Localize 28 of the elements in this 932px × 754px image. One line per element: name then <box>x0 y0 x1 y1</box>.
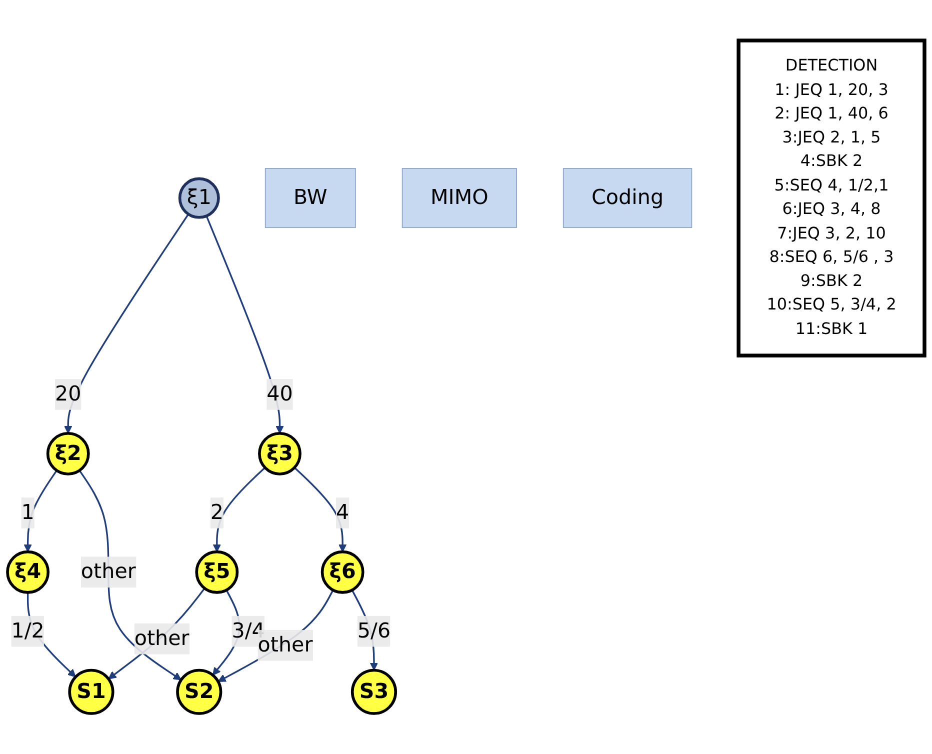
edge-label: 40 <box>266 382 293 406</box>
node-circle: ξ2 <box>46 432 90 476</box>
node-circle: S3 <box>350 668 398 715</box>
node-circle: ξ6 <box>320 550 364 594</box>
arrow <box>218 590 334 682</box>
node-box: MIMO <box>402 168 517 228</box>
edge-label: 5/6 <box>357 620 391 644</box>
edge-label: 1 <box>21 501 34 525</box>
edge-label: 4 <box>336 501 350 525</box>
node-circle: ξ5 <box>195 550 239 594</box>
node-circle: ξ1 <box>178 177 220 219</box>
node-box: BW <box>264 168 356 228</box>
node-box: Coding <box>562 168 692 228</box>
node-box: DETECTION 1: JEQ 1, 20, 3 2: JEQ 1, 40, 6 3:JEQ 2, 1, 5 4:SBK 2 5:SEQ 4, 1/2,1 6:JEQ 3, 4, 8 7:JEQ 3, 2, 10 8:SEQ 6, 5/6 , 3 9:SBK 2 10:SEQ 5, 3/4, 2 11:SBK 1 <box>736 38 926 358</box>
node-circle: S1 <box>68 668 114 715</box>
arrow <box>64 214 190 434</box>
node-circle: S2 <box>176 668 222 715</box>
arrow <box>294 466 347 552</box>
edge-label: other <box>80 560 136 584</box>
edge-label: 2 <box>210 501 224 525</box>
edge-label: other <box>134 627 190 651</box>
arrow <box>212 466 266 552</box>
node-circle: ξ4 <box>6 550 50 594</box>
arrow <box>108 588 206 680</box>
node-circle: ξ3 <box>258 432 302 476</box>
edge-label: 20 <box>54 382 82 406</box>
arrow <box>78 470 182 680</box>
edge-label: 1/2 <box>11 620 44 644</box>
